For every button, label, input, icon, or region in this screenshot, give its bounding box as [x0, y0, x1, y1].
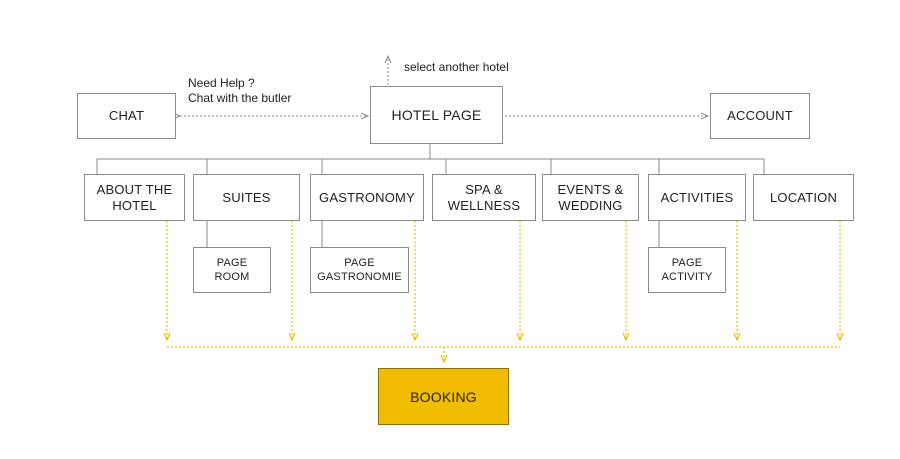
- section-about-the-hotel[interactable]: ABOUT THE HOTEL: [84, 174, 185, 221]
- booking-flow-lines: [167, 221, 840, 362]
- section-suites[interactable]: SUITES: [193, 174, 300, 221]
- hotel-page-box[interactable]: HOTEL PAGE: [370, 86, 503, 144]
- help-note: Need Help ? Chat with the butler: [188, 76, 292, 105]
- section-events-wedding[interactable]: EVENTS & WEDDING: [542, 174, 639, 221]
- page-activity-box[interactable]: PAGE ACTIVITY: [648, 247, 726, 293]
- section-spa-wellness[interactable]: SPA & WELLNESS: [432, 174, 536, 221]
- select-hotel-note: select another hotel: [404, 60, 509, 74]
- booking-box[interactable]: BOOKING: [378, 368, 509, 425]
- page-gastronomie-box[interactable]: PAGE GASTRONOMIE: [310, 247, 409, 293]
- section-gastronomy[interactable]: GASTRONOMY: [310, 174, 424, 221]
- account-box[interactable]: ACCOUNT: [710, 93, 810, 139]
- section-location[interactable]: LOCATION: [753, 174, 854, 221]
- tree-connectors: [96, 143, 765, 247]
- page-room-box[interactable]: PAGE ROOM: [193, 247, 271, 293]
- chat-box[interactable]: CHAT: [77, 93, 176, 139]
- section-activities[interactable]: ACTIVITIES: [648, 174, 746, 221]
